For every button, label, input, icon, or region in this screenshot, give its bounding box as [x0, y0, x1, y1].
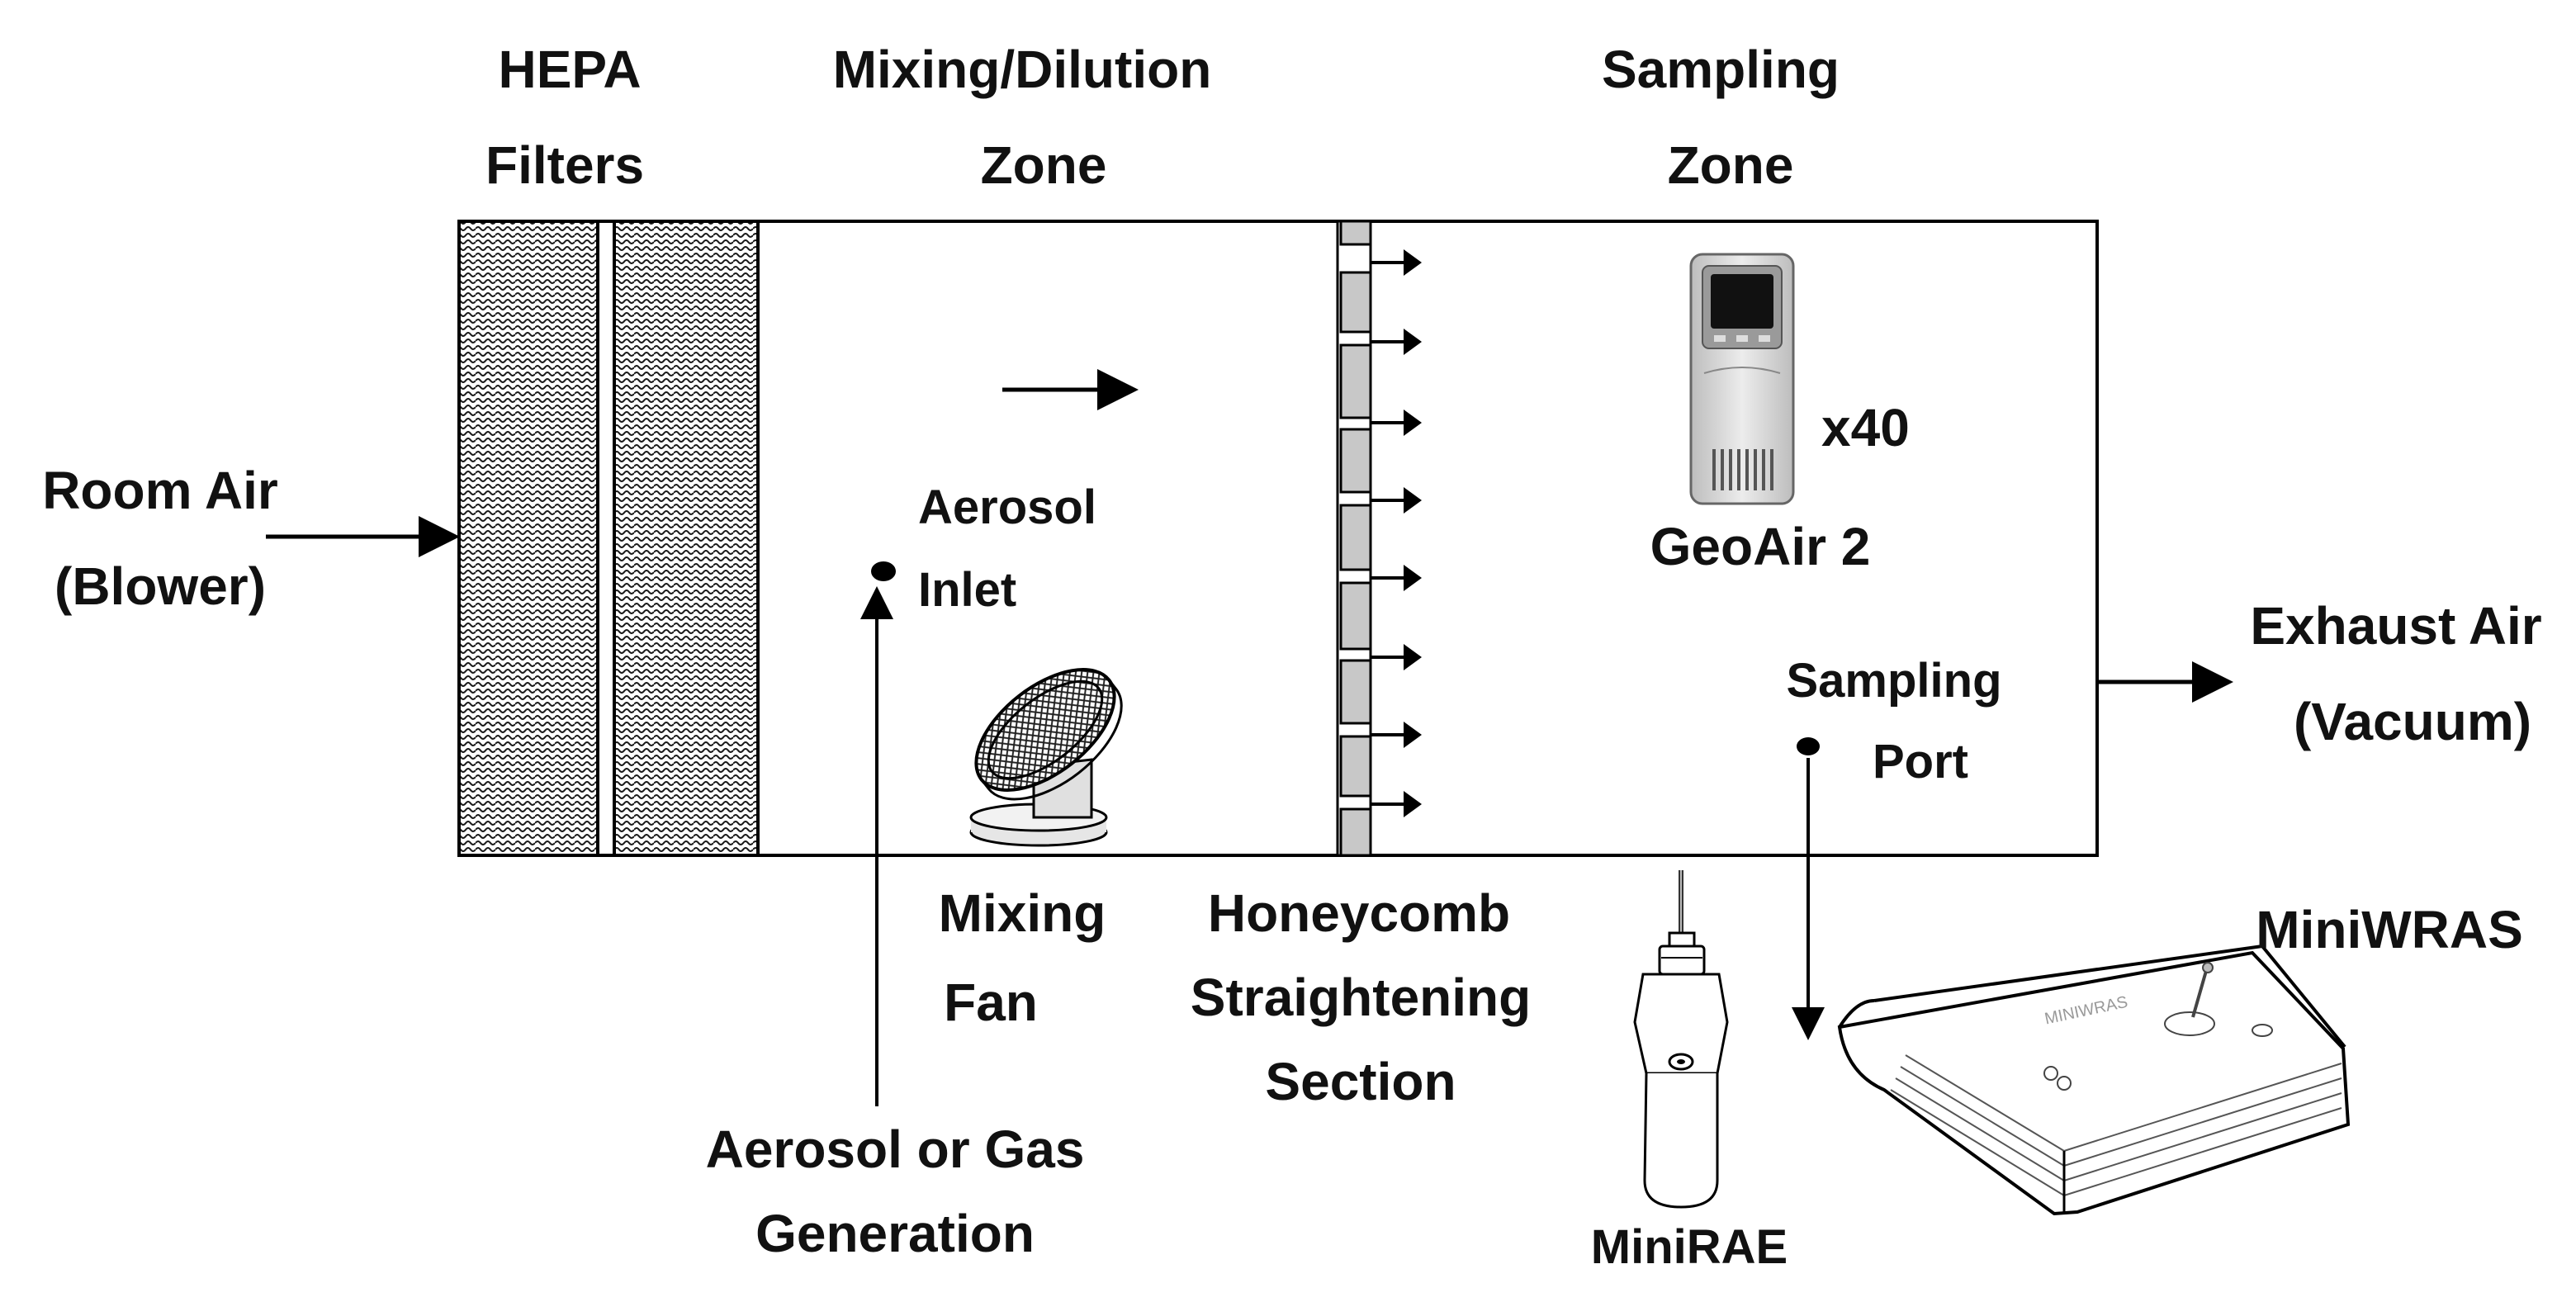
aerosol-inlet-label-1: Aerosol: [918, 481, 1096, 534]
hepa-label-1: HEPA: [498, 40, 641, 99]
mixing-fan-label-2: Fan: [944, 973, 1038, 1032]
straightening-arrowhead: [1404, 329, 1422, 355]
geoair-label: GeoAir 2: [1650, 517, 1871, 576]
straightening-arrowhead: [1404, 249, 1422, 276]
room-air-label-2: (Blower): [54, 556, 266, 616]
honeycomb-cell: [1339, 271, 1372, 334]
honeycomb-label-1: Honeycomb: [1208, 883, 1510, 943]
straightening-arrowhead: [1404, 791, 1422, 817]
generation-label-2: Generation: [755, 1204, 1035, 1263]
miniwras-device-icon: MINIWRAS: [1837, 944, 2351, 1216]
honeycomb-label-2: Straightening: [1191, 968, 1531, 1027]
minirae-device-icon: [1633, 870, 1729, 1209]
miniwras-label: MiniWRAS: [2256, 900, 2523, 959]
aerosol-inlet-dot: [871, 561, 896, 581]
honeycomb-cell: [1339, 220, 1372, 246]
generation-label-1: Aerosol or Gas: [706, 1120, 1085, 1179]
minirae-label: MiniRAE: [1591, 1220, 1788, 1274]
honeycomb-cell: [1339, 659, 1372, 725]
sampling-zone-label-2: Zone: [1668, 135, 1794, 195]
mixing-zone-label-1: Mixing/Dilution: [833, 40, 1212, 99]
aerosol-inlet-label-2: Inlet: [918, 563, 1016, 617]
sampling-port-dot: [1797, 737, 1820, 755]
straightening-arrowhead: [1404, 410, 1422, 436]
straightening-arrowhead: [1404, 487, 1422, 514]
honeycomb-cell: [1339, 807, 1372, 857]
count-label: x40: [1821, 398, 1910, 457]
straightening-arrowhead: [1404, 644, 1422, 670]
straightening-arrowhead: [1404, 722, 1422, 748]
honeycomb-cell: [1339, 343, 1372, 419]
sampling-port-label-2: Port: [1873, 735, 1968, 788]
honeycomb-cell: [1339, 735, 1372, 798]
room-air-label-1: Room Air: [42, 461, 278, 520]
mixing-zone-label-2: Zone: [981, 135, 1107, 195]
honeycomb-cell: [1339, 428, 1372, 494]
honeycomb-label-3: Section: [1265, 1052, 1456, 1111]
mixing-fan-label-1: Mixing: [939, 883, 1106, 943]
honeycomb-cell: [1339, 504, 1372, 571]
mixing-fan-icon: [969, 668, 1123, 847]
honeycomb-icon: [1336, 220, 1422, 857]
exhaust-label-2: (Vacuum): [2294, 692, 2531, 751]
hepa-filter-icon: [457, 220, 760, 857]
hepa-label-2: Filters: [485, 135, 644, 195]
geoair-device-icon: [1689, 253, 1795, 505]
straightening-arrowhead: [1404, 565, 1422, 591]
sampling-zone-label-1: Sampling: [1602, 40, 1840, 99]
honeycomb-cell: [1339, 581, 1372, 651]
exhaust-label-1: Exhaust Air: [2250, 596, 2541, 656]
sampling-port-label-1: Sampling: [1786, 654, 2001, 708]
